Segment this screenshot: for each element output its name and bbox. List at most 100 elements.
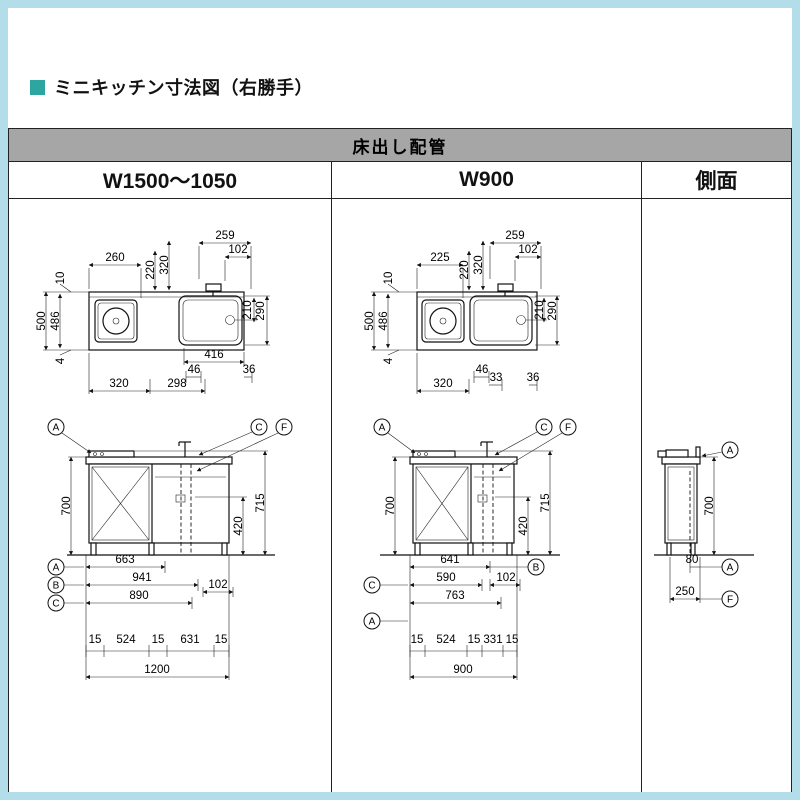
dim-700: 700 <box>385 496 397 515</box>
circle-label-F-top <box>275 418 293 436</box>
cooktop-front <box>412 450 456 458</box>
w900-drawing-cell: 259 102 225 220 320 10 500 <box>331 199 641 792</box>
table-header-piping: 床出し配管 <box>9 129 791 162</box>
dim-290: 290 <box>547 301 559 320</box>
circle-label-B-row <box>527 558 545 576</box>
backsplash <box>695 446 701 458</box>
dim-15-1: 15 <box>89 634 102 646</box>
dim-590: 590 <box>436 572 455 584</box>
cooktop-plan <box>94 299 138 343</box>
column-headers: W1500～1050 W900 側面 <box>9 162 791 199</box>
label-A-top: A <box>379 423 386 434</box>
label-A-row: A <box>369 617 376 628</box>
circle-label-A-top <box>721 441 739 459</box>
dim-631: 631 <box>180 634 199 646</box>
dim-900: 900 <box>453 664 472 676</box>
drain-pipes <box>175 464 192 555</box>
dim-210: 210 <box>242 300 254 319</box>
dim-763: 763 <box>445 590 464 602</box>
side-diagram: A 700 80 A 250 <box>654 441 754 608</box>
circle-label-F-row <box>721 590 739 608</box>
label-C-top: C <box>540 423 547 434</box>
dim-486: 486 <box>378 311 390 330</box>
dim-524: 524 <box>116 634 136 646</box>
w900-front-view <box>380 441 560 556</box>
dim-220: 220 <box>459 260 471 279</box>
table-body: 259 102 260 220 320 10 500 <box>9 199 791 792</box>
dim-260: 260 <box>105 252 124 264</box>
dim-33: 33 <box>490 372 503 384</box>
dim-4: 4 <box>55 357 67 364</box>
dim-715: 715 <box>255 493 267 512</box>
label-C-row: C <box>52 599 59 610</box>
dim-102-front: 102 <box>496 572 515 584</box>
dim-102: 102 <box>518 244 537 256</box>
dim-715: 715 <box>540 493 552 512</box>
label-B-row: B <box>53 581 60 592</box>
column-header-side: 側面 <box>641 162 791 198</box>
dim-420: 420 <box>233 516 245 535</box>
dim-225: 225 <box>430 252 449 264</box>
dim-500: 500 <box>36 311 48 330</box>
w900-diagram: 259 102 225 220 320 10 500 <box>363 230 577 680</box>
dimension-table: 床出し配管 W1500～1050 W900 側面 <box>8 128 792 792</box>
w1500-front-view <box>67 441 275 556</box>
side-drawing-cell: A 700 80 A 250 <box>641 199 791 792</box>
dim-700: 700 <box>61 496 73 515</box>
faucet-plan-icon <box>205 283 222 296</box>
label-A-row: A <box>727 563 734 574</box>
dim-486: 486 <box>50 311 62 330</box>
page-title: ミニキッチン寸法図（右勝手） <box>30 76 792 98</box>
dim-290: 290 <box>255 301 267 320</box>
dim-420: 420 <box>518 516 530 535</box>
dim-320-top: 320 <box>159 255 171 274</box>
dim-15-1: 15 <box>411 634 424 646</box>
dim-250: 250 <box>675 586 694 598</box>
dim-15-3: 15 <box>215 634 228 646</box>
circle-label-A-top <box>47 418 65 436</box>
dim-36: 36 <box>243 364 256 376</box>
dim-320-top: 320 <box>473 255 485 274</box>
sink-plan <box>469 295 533 346</box>
dim-10: 10 <box>383 272 395 285</box>
dim-210: 210 <box>534 300 546 319</box>
sink-plan <box>178 295 243 346</box>
dim-80: 80 <box>686 554 699 566</box>
w900-front-dimensions: A C F 700 420 715 <box>363 418 577 680</box>
dim-15-2: 15 <box>468 634 481 646</box>
dim-416: 416 <box>204 349 223 361</box>
dim-700: 700 <box>704 496 716 515</box>
w900-plan-view <box>416 283 538 351</box>
side-dimensions: A 700 80 A 250 <box>669 441 739 608</box>
w900-plan-dimensions: 259 102 225 220 320 10 500 <box>364 230 560 394</box>
dim-15-3: 15 <box>506 634 519 646</box>
dim-298: 298 <box>167 378 186 390</box>
dim-102: 102 <box>228 244 247 256</box>
dim-259: 259 <box>215 230 234 242</box>
circle-label-F-top <box>559 418 577 436</box>
label-A-top: A <box>53 423 60 434</box>
circle-label-A-row <box>721 558 739 576</box>
cabinet-door <box>415 466 469 541</box>
page-title-text: ミニキッチン寸法図（右勝手） <box>54 78 313 98</box>
dim-500: 500 <box>364 311 376 330</box>
circle-label-C-top <box>535 418 553 436</box>
dim-15-2: 15 <box>152 634 165 646</box>
w1500-plan-view <box>88 283 245 351</box>
dim-1200: 1200 <box>144 664 170 676</box>
label-C-row: C <box>368 581 375 592</box>
cabinet-door <box>91 466 150 541</box>
cooktop-plan <box>421 299 465 343</box>
label-F-row: F <box>727 595 733 606</box>
drain-pipes <box>477 464 494 555</box>
title-bullet-icon <box>30 79 45 95</box>
dim-641: 641 <box>440 554 459 566</box>
column-header-w1500: W1500～1050 <box>102 170 238 193</box>
cooktop-front <box>88 450 135 458</box>
dim-102-front: 102 <box>208 579 227 591</box>
w1500-plan-dimensions: 259 102 260 220 320 10 500 <box>36 230 270 394</box>
dim-259: 259 <box>505 230 524 242</box>
control-knob <box>657 450 667 458</box>
dim-4: 4 <box>383 357 395 364</box>
